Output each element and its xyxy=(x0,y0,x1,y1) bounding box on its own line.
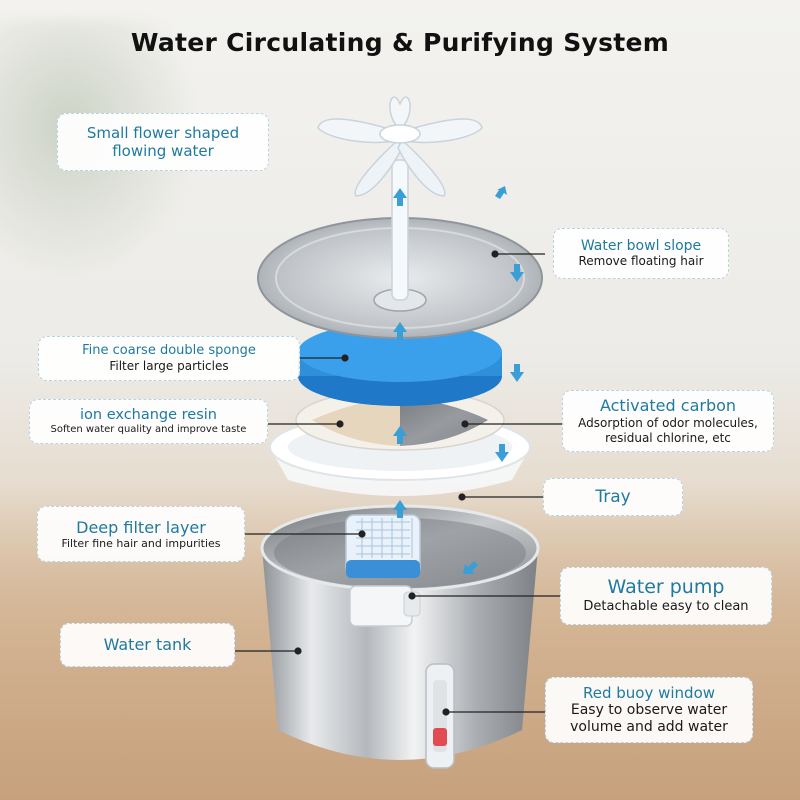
flow-arrow-icon xyxy=(393,322,407,340)
flow-arrow-icon xyxy=(510,364,524,382)
flow-arrows xyxy=(393,186,524,574)
flow-arrow-icon xyxy=(495,186,507,199)
flow-arrow-icon xyxy=(393,188,407,206)
label-title: Tray xyxy=(595,486,631,507)
label-title: Water tank xyxy=(103,635,192,655)
label-title: ion exchange resin xyxy=(80,406,217,423)
label-resin: ion exchange resin Soften water quality … xyxy=(29,399,268,444)
filter-cartridge xyxy=(295,389,505,451)
label-subtitle: Adsorption of odor molecules, xyxy=(578,415,758,430)
page-title: Water Circulating & Purifying System xyxy=(130,28,670,57)
label-water-pump: Water pump Detachable easy to clean xyxy=(560,567,772,625)
label-title: Red buoy window xyxy=(582,683,716,702)
buoy-window xyxy=(425,663,455,769)
label-subtitle: Detachable easy to clean xyxy=(583,599,749,615)
label-activated-carbon: Activated carbon Adsorption of odor mole… xyxy=(562,390,774,452)
label-title: Deep filter layer xyxy=(76,517,206,537)
label-title: Small flower shaped flowing water xyxy=(86,124,240,160)
label-subtitle: Filter fine hair and impurities xyxy=(61,536,221,550)
label-sponge: Fine coarse double sponge Filter large p… xyxy=(38,336,300,381)
label-subtitle: Easy to observe water xyxy=(570,701,728,718)
label-subtitle: Soften water quality and improve taste xyxy=(50,423,247,435)
flow-arrow-icon xyxy=(495,444,509,462)
label-title: Activated carbon xyxy=(599,396,737,416)
label-subtitle: residual chlorine, etc xyxy=(605,430,731,445)
label-tray: Tray xyxy=(543,478,683,516)
label-water-bowl: Water bowl slope Remove floating hair xyxy=(553,228,729,279)
leader-lines xyxy=(235,250,565,716)
label-buoy-window: Red buoy window Easy to observe water vo… xyxy=(545,677,753,743)
flow-arrow-icon xyxy=(393,426,407,444)
double-sponge xyxy=(298,322,502,406)
flow-arrow-icon xyxy=(463,561,478,574)
label-title: Water pump xyxy=(607,576,725,599)
flow-arrow-icon xyxy=(510,264,524,282)
water-pump xyxy=(349,585,421,627)
label-deep-filter: Deep filter layer Filter fine hair and i… xyxy=(37,506,245,562)
label-title: Water bowl slope xyxy=(580,237,702,254)
label-title: Fine coarse double sponge xyxy=(82,343,256,359)
label-subtitle: Filter large particles xyxy=(109,358,229,373)
label-subtitle: Remove floating hair xyxy=(578,254,704,269)
water-tank xyxy=(260,504,540,760)
label-flower: Small flower shaped flowing water xyxy=(57,113,269,171)
label-subtitle: volume and add water xyxy=(570,719,728,735)
label-water-tank: Water tank xyxy=(60,623,235,667)
deep-filter xyxy=(345,514,421,578)
flow-arrow-icon xyxy=(393,500,407,518)
